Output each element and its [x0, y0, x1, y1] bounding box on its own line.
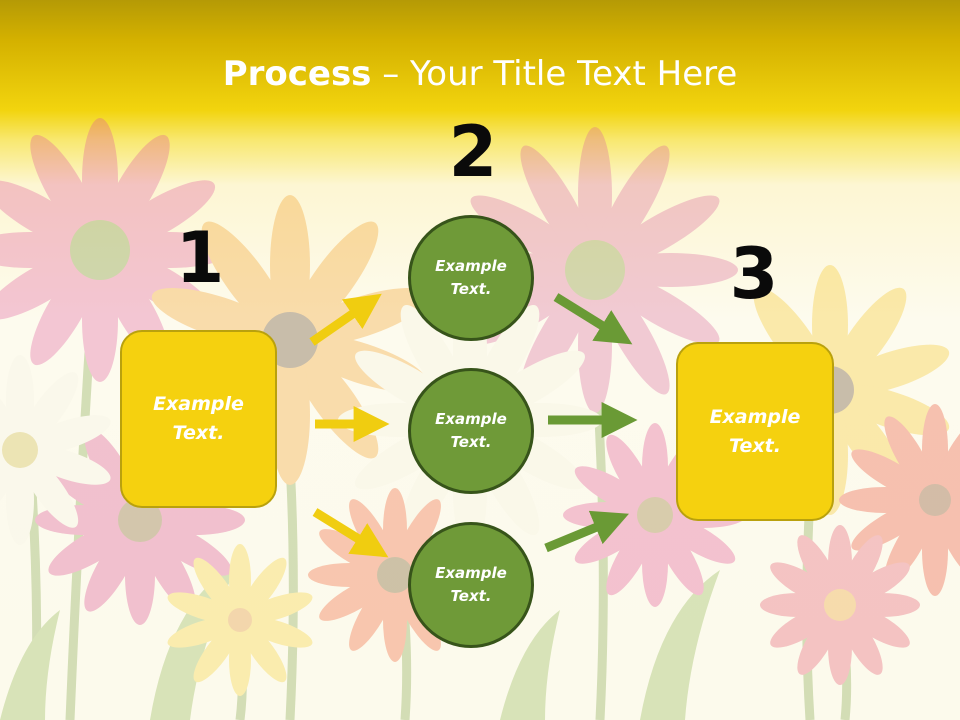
- arrow-2a-to-3: [553, 293, 633, 345]
- step-1-box: Example Text.: [120, 330, 277, 508]
- step-3-text: Example Text.: [709, 405, 801, 457]
- step-2-circle-1-text: Example Text.: [435, 257, 507, 298]
- arrow-2c-to-3: [544, 510, 629, 553]
- step-number-1: 1: [175, 217, 225, 299]
- step-3-box: Example Text.: [676, 342, 834, 521]
- step-2-circle-1: Example Text.: [408, 215, 534, 341]
- step-2-circle-3-text: Example Text.: [435, 564, 507, 605]
- step-2-circle-3: Example Text.: [408, 522, 534, 648]
- arrow-1-to-2a: [309, 293, 382, 346]
- step-2-circle-2-text: Example Text.: [435, 410, 507, 451]
- step-number-3: 3: [729, 233, 779, 315]
- arrow-1-to-2c: [312, 508, 389, 558]
- step-1-text: Example Text.: [153, 393, 244, 444]
- title-rest: – Your Title Text Here: [371, 54, 738, 94]
- step-2-circle-2: Example Text.: [408, 368, 534, 494]
- title-bold: Process: [222, 54, 372, 94]
- step-number-2: 2: [448, 111, 498, 193]
- slide-title: Process – Your Title Text Here: [0, 52, 960, 96]
